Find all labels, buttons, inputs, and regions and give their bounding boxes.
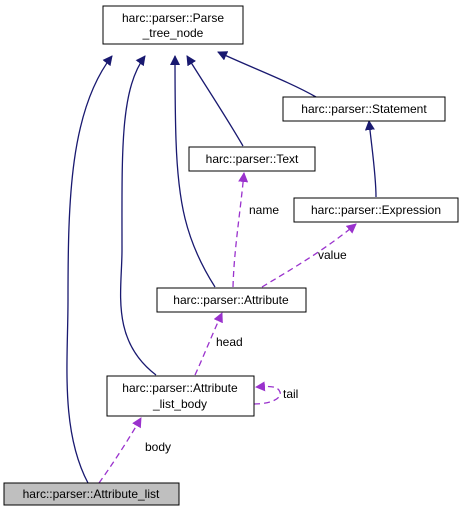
node-attribute-list-body-line-1: harc::parser::Attribute [122, 381, 238, 395]
edge-label-name: name [249, 203, 279, 217]
node-attribute[interactable]: harc::parser::Attribute [156, 287, 307, 313]
edge-attribute-list-body-to-parse-tree-node [119, 55, 157, 376]
edge-attribute-to-parse-tree-node [170, 54, 216, 288]
node-attribute-list-label: harc::parser::Attribute_list [23, 487, 160, 501]
node-parse-tree-node[interactable]: harc::parser::Parse _tree_node [102, 5, 244, 45]
edge-label-head: head [216, 335, 243, 349]
node-statement[interactable]: harc::parser::Statement [282, 96, 446, 122]
node-attribute-list-body[interactable]: harc::parser::Attribute _list_body [106, 375, 255, 417]
inheritance-edges [66, 51, 377, 484]
node-attribute-list[interactable]: harc::parser::Attribute_list [3, 482, 180, 506]
edge-attribute-list-to-parse-tree-node [66, 55, 113, 484]
node-attribute-label: harc::parser::Attribute [173, 293, 289, 307]
node-parse-tree-node-line-2: _tree_node [142, 26, 204, 40]
edge-attribute-list-body-to-attribute [194, 312, 223, 376]
node-parse-tree-node-line-1: harc::parser::Parse [122, 11, 224, 25]
edge-label-tail: tail [283, 387, 298, 401]
node-expression[interactable]: harc::parser::Expression [293, 197, 459, 223]
usage-edges [98, 172, 357, 484]
edge-statement-to-parse-tree-node [217, 51, 317, 98]
edge-attribute-to-text [232, 172, 249, 288]
node-expression-label: harc::parser::Expression [311, 203, 441, 217]
edge-attribute-list-to-attribute-list-body [98, 417, 142, 484]
edge-text-to-parse-tree-node [186, 55, 244, 147]
node-text[interactable]: harc::parser::Text [188, 146, 316, 172]
edge-label-value: value [318, 248, 347, 262]
edge-attribute-list-body-self-tail [253, 381, 281, 405]
node-statement-label: harc::parser::Statement [301, 102, 427, 116]
edge-attribute-to-expression [261, 223, 357, 288]
edge-labels: name value head tail body [145, 203, 347, 454]
node-attribute-list-body-line-2: _list_body [152, 397, 207, 411]
edge-expression-to-statement [364, 120, 377, 198]
node-text-label: harc::parser::Text [206, 152, 299, 166]
edge-label-body: body [145, 440, 171, 454]
